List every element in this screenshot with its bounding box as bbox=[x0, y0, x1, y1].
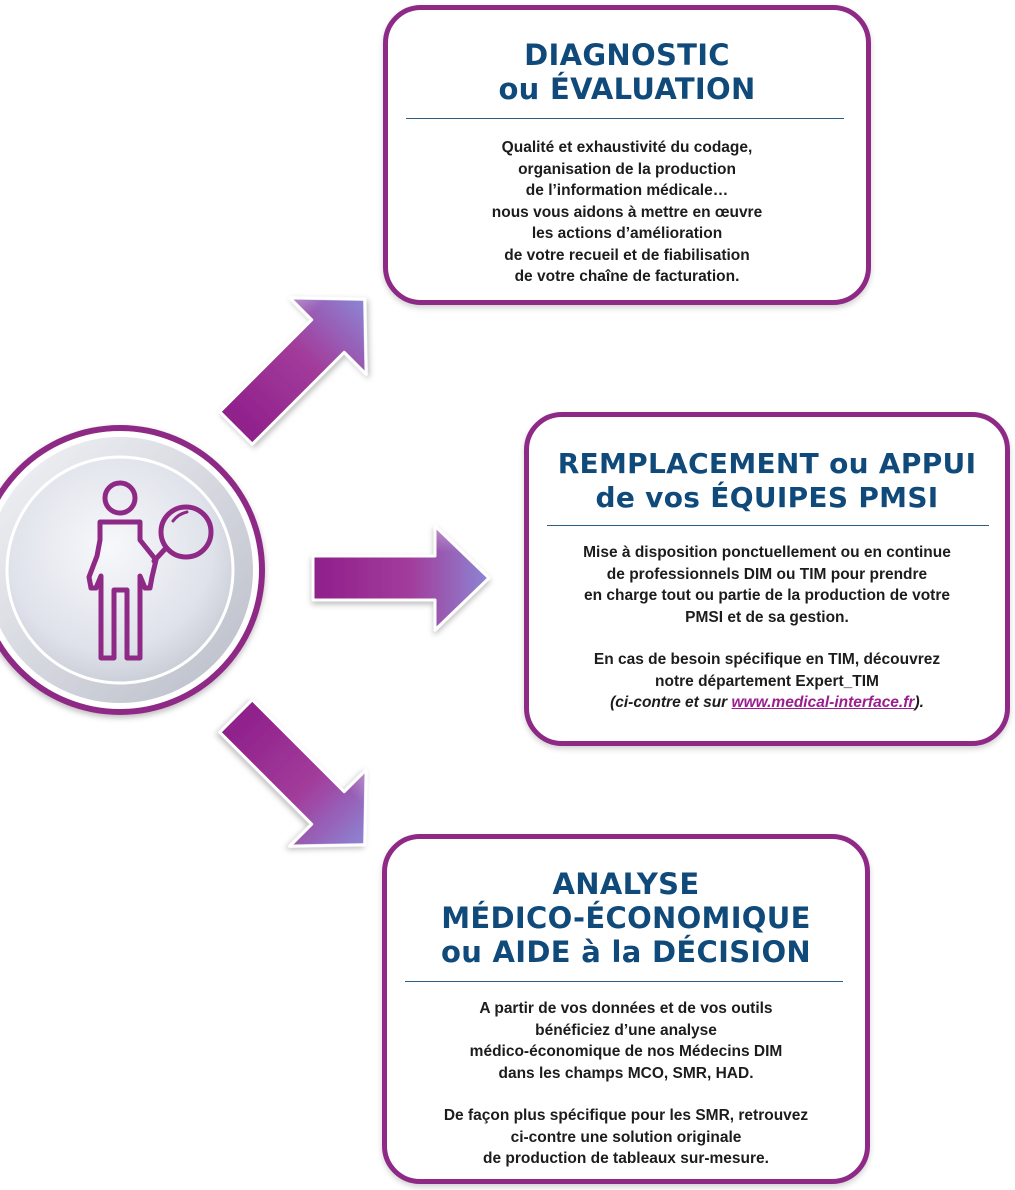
title-line: ANALYSE bbox=[552, 867, 700, 901]
body-line: A partir de vos données et de vos outils bbox=[479, 1000, 773, 1017]
divider bbox=[405, 981, 843, 982]
card-body: Mise à disposition ponctuellement ou en … bbox=[529, 542, 1005, 628]
card-title: REMPLACEMENT ou APPUI de vos ÉQUIPES PMS… bbox=[529, 447, 1005, 515]
card-title: DIAGNOSTIC ou ÉVALUATION bbox=[388, 38, 866, 106]
body-text: notre département bbox=[655, 672, 796, 690]
body-text: médico-économique de nos bbox=[469, 1043, 679, 1060]
body-text: , retrouvez bbox=[729, 1107, 809, 1124]
card-body-secondary: En cas de besoin spécifique en TIM, déco… bbox=[529, 649, 1005, 714]
body-line: organisation de la production bbox=[518, 160, 736, 178]
tim-emphasis: TIM bbox=[799, 565, 827, 583]
body-text: . bbox=[749, 1064, 754, 1082]
body-text: , bbox=[663, 1064, 673, 1082]
body-line: Qualité et exhaustivité du codage, bbox=[501, 139, 753, 156]
card-diagnostic: DIAGNOSTIC ou ÉVALUATION Qualité et exha… bbox=[383, 5, 871, 305]
mco-emphasis: MCO bbox=[627, 1064, 664, 1082]
divider bbox=[406, 118, 844, 119]
body-text: (ci-contre et sur bbox=[610, 694, 732, 711]
arrow-down-right-icon bbox=[218, 698, 368, 848]
body-line: de l’information médicale… bbox=[525, 182, 729, 199]
person-with-magnifier-icon bbox=[86, 480, 214, 661]
smr-emphasis: SMR bbox=[672, 1064, 707, 1082]
body-line: en charge tout ou partie de la productio… bbox=[583, 587, 950, 604]
card-body-secondary: De façon plus spécifique pour les SMR, r… bbox=[387, 1105, 865, 1170]
had-emphasis: HAD bbox=[715, 1064, 750, 1082]
body-text: de professionnels bbox=[606, 565, 744, 583]
title-line: REMPLACEMENT ou APPUI bbox=[557, 447, 977, 480]
body-line: les actions d’amélioration bbox=[531, 225, 723, 242]
title-line: MÉDICO-ÉCONOMIQUE bbox=[441, 901, 811, 935]
body-line: de votre recueil et de fiabilisation bbox=[504, 246, 750, 264]
body-line: bénéficiez d’une analyse bbox=[535, 1021, 717, 1039]
body-text: ou bbox=[772, 565, 800, 583]
body-text: ). bbox=[914, 694, 924, 711]
body-line: nous vous aidons à mettre en œuvre bbox=[491, 203, 763, 221]
title-line: de vos ÉQUIPES PMSI bbox=[595, 481, 939, 514]
body-text: et de sa gestion. bbox=[723, 608, 849, 626]
title-line: ou AIDE à la DÉCISION bbox=[440, 935, 811, 969]
body-text: De façon plus spécifique pour les bbox=[443, 1107, 696, 1124]
smr-emphasis: SMR bbox=[695, 1107, 730, 1124]
expert-tim-emphasis: Expert_TIM bbox=[795, 672, 879, 690]
card-title: ANALYSE MÉDICO-ÉCONOMIQUE ou AIDE à la D… bbox=[387, 867, 865, 969]
body-line: Mise à disposition ponctuellement ou en … bbox=[583, 544, 951, 561]
card-analyse: ANALYSE MÉDICO-ÉCONOMIQUE ou AIDE à la D… bbox=[382, 834, 870, 1184]
body-line: En cas de besoin spécifique en TIM, déco… bbox=[593, 651, 941, 668]
body-text: , bbox=[706, 1064, 716, 1082]
pmsi-emphasis: PMSI bbox=[685, 608, 724, 626]
divider bbox=[547, 525, 989, 526]
card-remplacement: REMPLACEMENT ou APPUI de vos ÉQUIPES PMS… bbox=[524, 412, 1010, 746]
body-text: dans les champs bbox=[498, 1064, 628, 1082]
body-text: pour prendre bbox=[826, 565, 928, 583]
body-line: de production de tableaux sur-mesure. bbox=[483, 1150, 769, 1167]
title-line: ou ÉVALUATION bbox=[498, 72, 756, 106]
body-line: ci-contre une solution originale bbox=[510, 1128, 742, 1146]
body-line: de votre chaîne de facturation. bbox=[514, 268, 740, 285]
central-medallion bbox=[0, 425, 265, 715]
medecins-dim-emphasis: Médecins DIM bbox=[678, 1043, 783, 1060]
card-body: A partir de vos données et de vos outils… bbox=[387, 998, 865, 1084]
website-link[interactable]: www.medical-interface.fr bbox=[731, 694, 915, 711]
title-line: DIAGNOSTIC bbox=[524, 38, 730, 72]
arrow-up-right-icon bbox=[218, 296, 368, 446]
arrow-right-icon bbox=[311, 524, 491, 632]
dim-emphasis: DIM bbox=[743, 565, 773, 583]
card-body: Qualité et exhaustivité du codage, organ… bbox=[388, 137, 866, 288]
